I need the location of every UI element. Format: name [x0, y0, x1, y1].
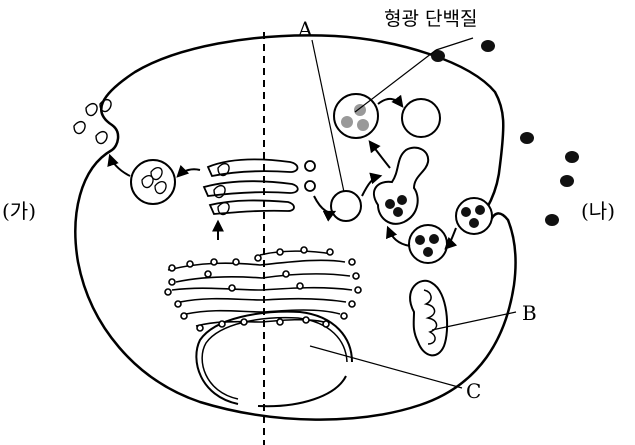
- cell-membrane: [75, 35, 515, 419]
- exocytosed-fluorescent-proteins: [74, 100, 111, 144]
- vesicle-A: [331, 191, 361, 221]
- label-B: B: [522, 301, 537, 325]
- mitochondrion: [410, 281, 447, 356]
- empty-vesicle-top: [402, 99, 440, 137]
- secretory-vesicle-left: [131, 160, 175, 204]
- golgi-apparatus: [204, 159, 315, 214]
- label-A: A: [297, 17, 313, 41]
- fluorescent-protein-marks-golgi: [214, 164, 229, 215]
- endosome-with-fluorescent-protein: [334, 94, 378, 138]
- label-fluorescent-protein: 형광 단백질: [384, 8, 477, 30]
- label-na: (나): [581, 199, 615, 223]
- label-C: C: [466, 379, 481, 403]
- label-ga: (가): [2, 199, 36, 223]
- endocytic-pit: [456, 198, 492, 234]
- external-particles: [431, 40, 579, 226]
- endocytic-vesicle: [409, 225, 447, 263]
